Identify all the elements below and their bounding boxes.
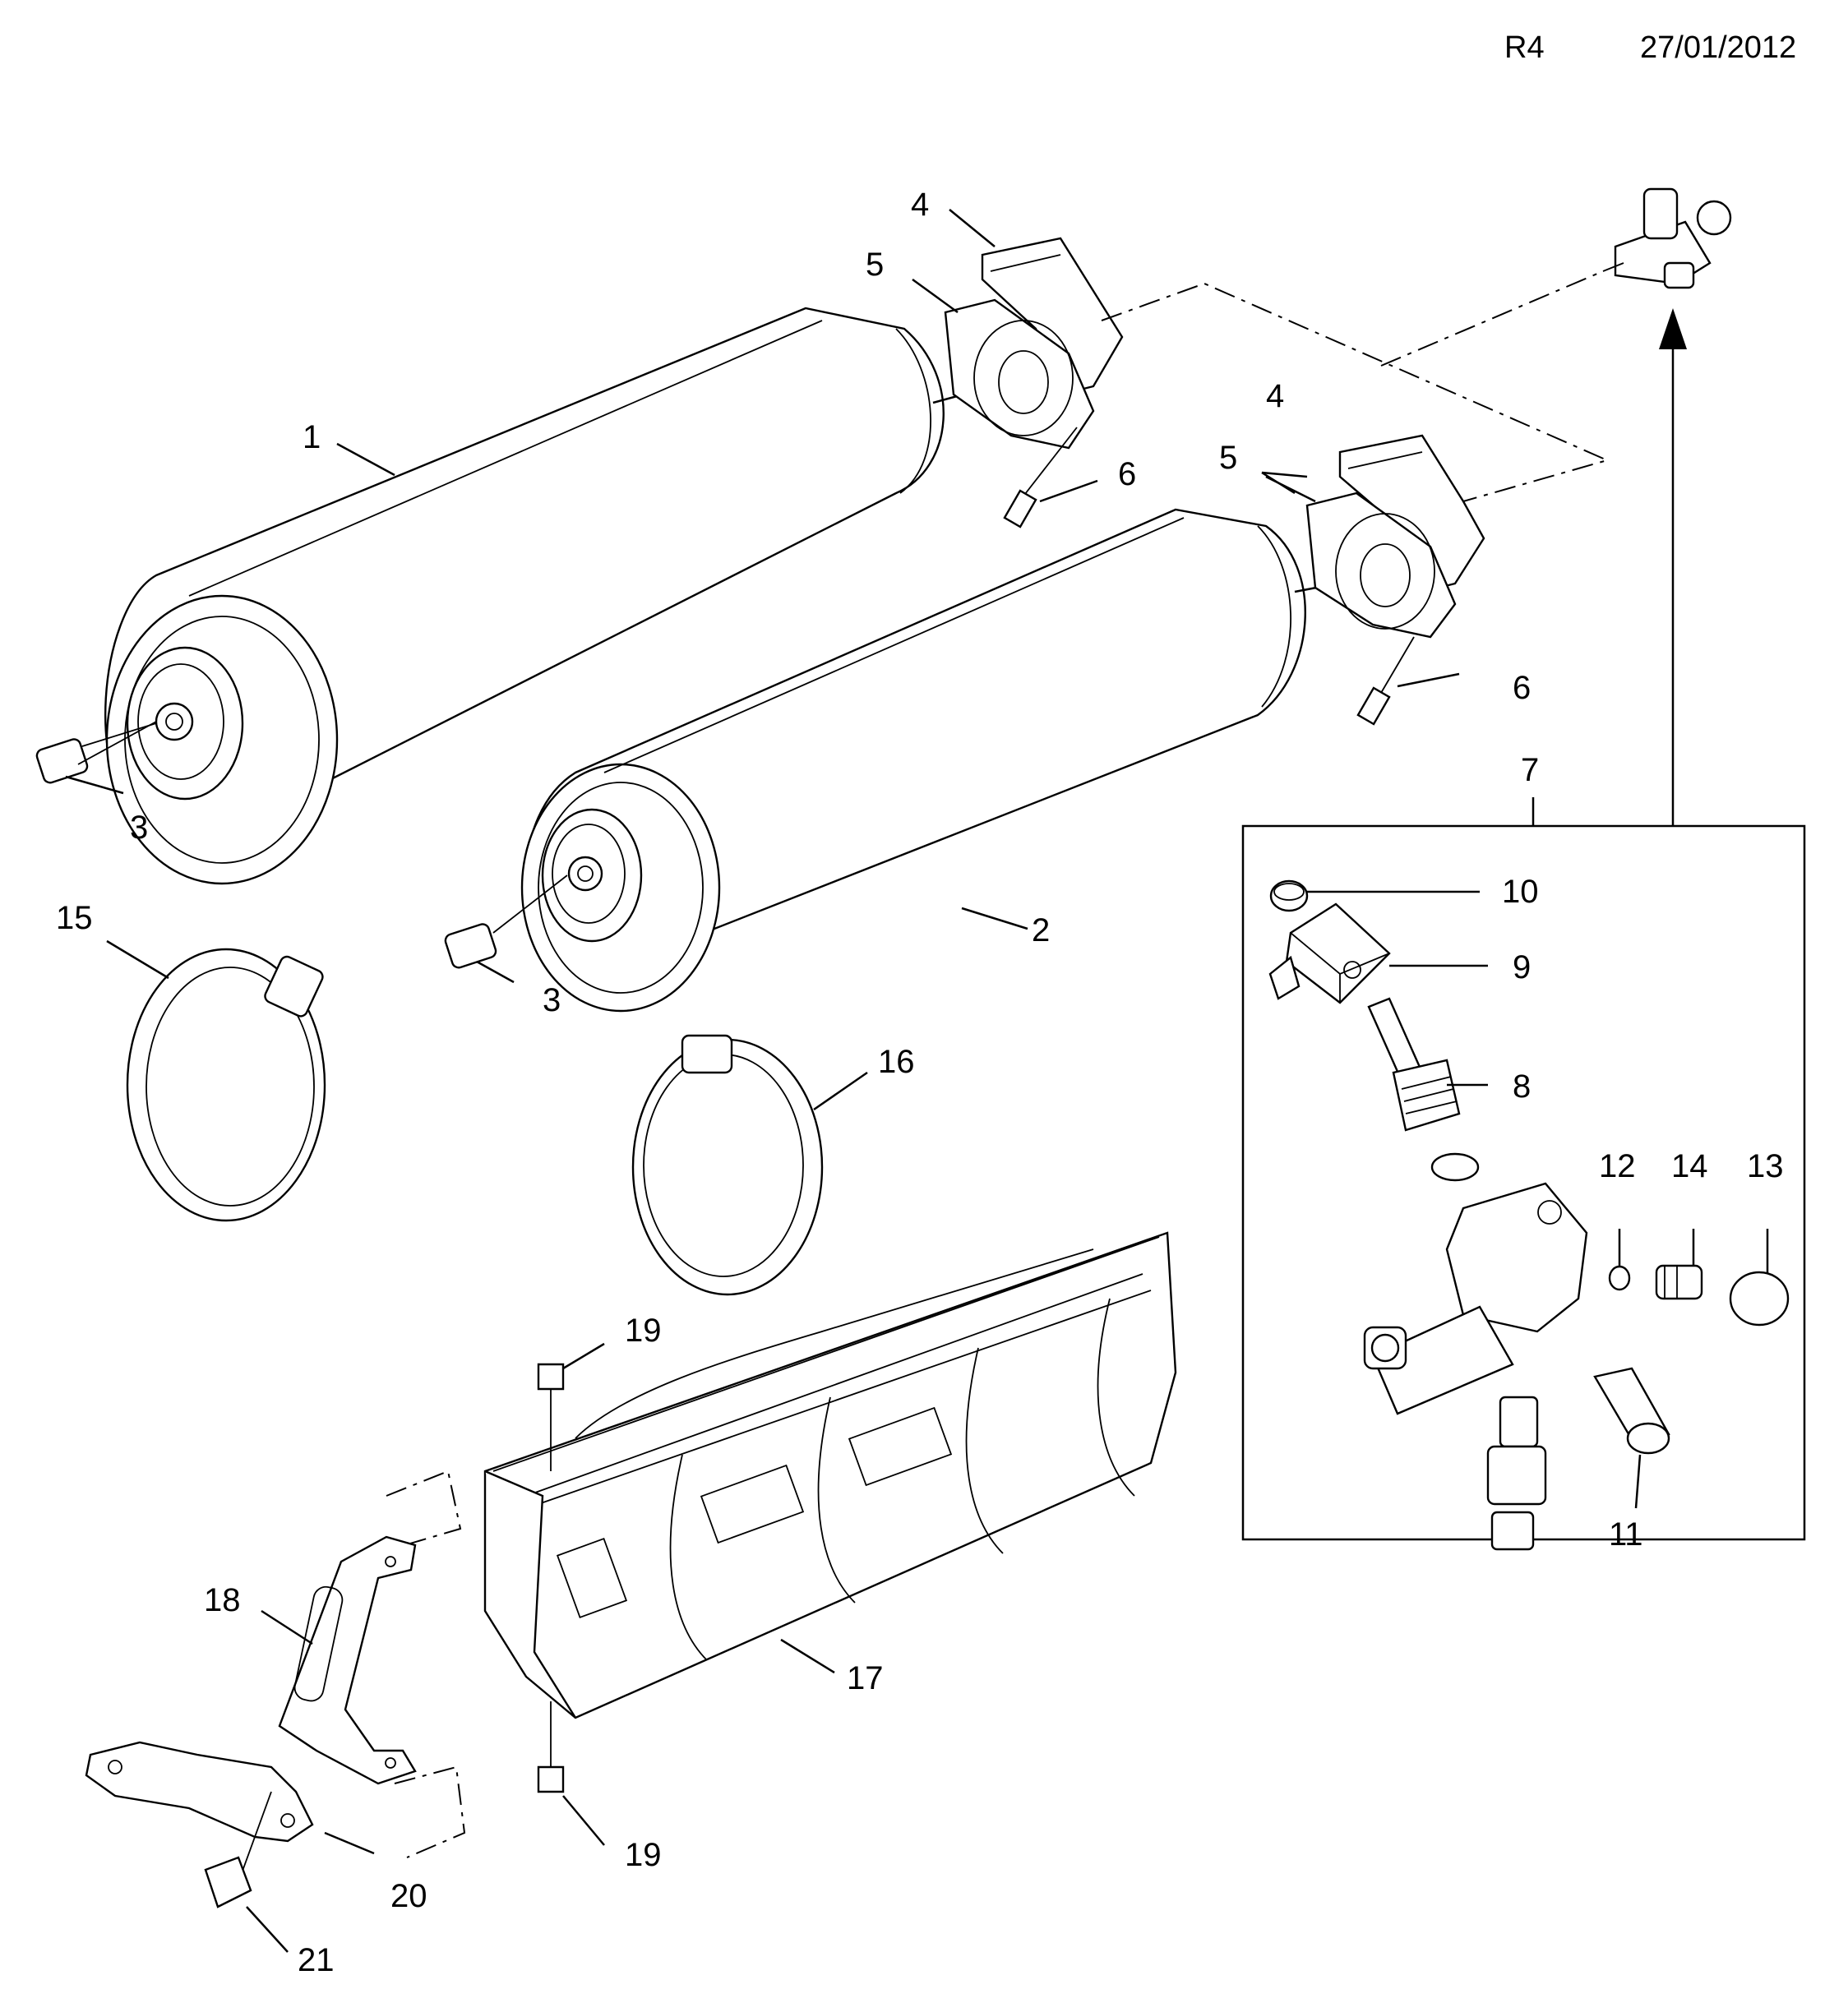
assembly-arrowhead: [1659, 308, 1687, 349]
callout-8: 8: [1513, 1068, 1531, 1105]
bracket-18: [278, 1535, 417, 1785]
callout-4b: 4: [1266, 378, 1284, 414]
callout-15: 15: [56, 900, 93, 936]
screw-6b: [1356, 636, 1415, 726]
callout-20: 20: [390, 1878, 427, 1914]
bracket-20: [85, 1741, 314, 1843]
callout-4a: 4: [911, 187, 929, 223]
callout-7: 7: [1521, 752, 1539, 788]
callout-1: 1: [303, 419, 321, 455]
callout-5a: 5: [866, 247, 884, 283]
bracket-ring-5b: [1305, 491, 1457, 639]
callout-13: 13: [1747, 1148, 1784, 1184]
bracket-ring-5a: [944, 298, 1095, 450]
leader-lines: [65, 209, 1769, 1953]
callout-18: 18: [204, 1582, 241, 1618]
tank-strap-15: [126, 948, 326, 1222]
end-plug-3b: [444, 874, 568, 969]
callout-19a: 19: [625, 1313, 662, 1349]
callout-6a: 6: [1118, 456, 1136, 492]
valve-body: [1363, 1182, 1588, 1415]
tank-strap-16: [631, 1034, 824, 1296]
callout-21: 21: [298, 1942, 335, 1978]
gas-cylinder-1: [104, 307, 1024, 885]
callout-5b: 5: [1219, 440, 1237, 476]
mounting-bracket-4b: [1338, 434, 1485, 593]
callout-17: 17: [847, 1660, 884, 1696]
callout-11: 11: [1609, 1516, 1643, 1553]
screw-6a: [1003, 427, 1078, 528]
reference-line-upper: [1101, 282, 1610, 502]
reference-line-valve: [1380, 270, 1604, 367]
port-fitting-lower: [1486, 1396, 1547, 1551]
mounting-frame-17: [483, 1231, 1177, 1719]
callout-2: 2: [1032, 912, 1050, 948]
callout-19b: 19: [625, 1837, 662, 1873]
cap-nut-10: [1269, 879, 1309, 912]
callout-10: 10: [1502, 874, 1539, 910]
valve-assembly-small: [1602, 187, 1732, 289]
valve-stem-8: [1367, 997, 1480, 1182]
reference-line-bracket-lower: [394, 1765, 466, 1858]
callout-14: 14: [1671, 1148, 1708, 1184]
callout-16: 16: [878, 1044, 915, 1080]
solenoid-9: [1268, 902, 1391, 1004]
callout-12: 12: [1599, 1148, 1636, 1184]
screw-21: [204, 1791, 272, 1908]
adapter-14: [1655, 1264, 1703, 1300]
fitting-11: [1593, 1367, 1670, 1455]
gas-cylinder-2: [520, 508, 1382, 1013]
screw-19a: [537, 1363, 565, 1471]
mounting-bracket-4a: [981, 237, 1124, 396]
callout-3b: 3: [543, 982, 561, 1018]
callout-3a: 3: [130, 810, 148, 846]
cap-13: [1729, 1271, 1790, 1327]
date-label: 27/01/2012: [1640, 30, 1796, 65]
revision-label: R4: [1504, 30, 1545, 65]
callout-labels: 1 2 3 3 4 4 5 5 6 6 7 8 9 10 11 12 13 14…: [56, 187, 1784, 1978]
reference-line-bracket-upper: [386, 1470, 462, 1550]
o-ring-12: [1608, 1265, 1631, 1291]
screw-19b: [537, 1701, 565, 1793]
callout-9: 9: [1513, 949, 1531, 985]
callout-6b: 6: [1513, 670, 1531, 706]
